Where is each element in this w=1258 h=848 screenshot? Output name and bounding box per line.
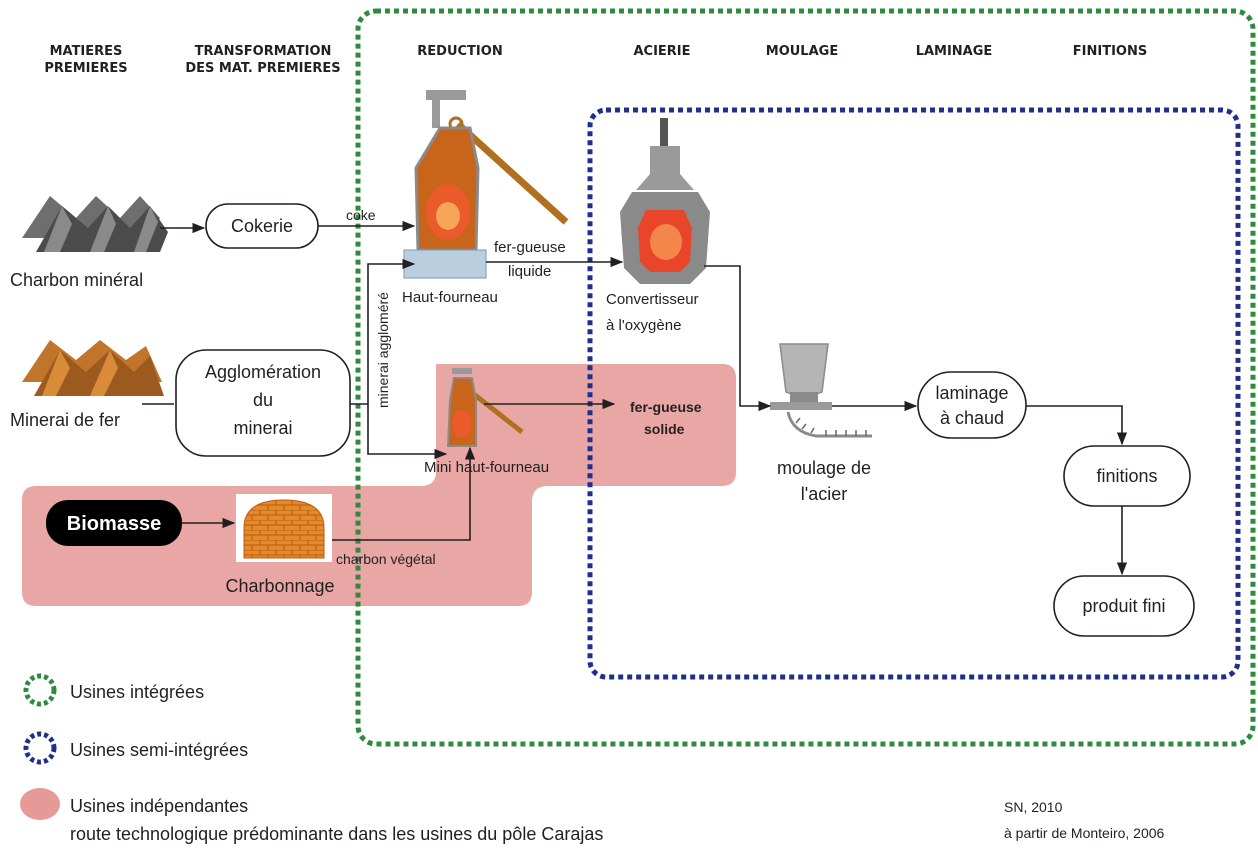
flow-arrows — [142, 220, 1128, 576]
flow-label-sintered-ore: minerai aggloméré — [375, 292, 391, 408]
sintering-label-3: minerai — [233, 418, 292, 438]
casting-label-1: moulage de — [777, 458, 871, 478]
flow-label-solid-iron-2: solide — [644, 421, 685, 437]
integrated-plants-border — [355, 8, 1256, 747]
sintering-box — [175, 349, 351, 457]
credit-line-2: à partir de Monteiro, 2006 — [1004, 825, 1165, 841]
credit-line-1: SN, 2010 — [1004, 799, 1063, 815]
finishing-label: finitions — [1096, 466, 1157, 486]
finishing-box — [1063, 445, 1191, 507]
sintering-label-2: du — [253, 390, 273, 410]
casting-label-2: l'acier — [801, 484, 847, 504]
legend-independent-note: route technologique prédominante dans le… — [70, 824, 603, 844]
coal-label: Charbon minéral — [10, 270, 143, 290]
header-raw-materials-1: MATIERES — [50, 44, 123, 59]
hot-rolling-label-1: laminage — [935, 383, 1008, 403]
legend-integrated-label: Usines intégrées — [70, 682, 204, 702]
header-rolling: LAMINAGE — [916, 44, 993, 59]
biomass-box — [46, 500, 182, 546]
sintering-label-1: Agglomération — [205, 362, 321, 382]
flow-label-charcoal: charbon végétal — [336, 551, 436, 567]
coal-pile-icon — [22, 196, 168, 252]
arrow-sinter-to-furnace — [350, 258, 416, 405]
hot-rolling-label-2: à chaud — [940, 408, 1004, 428]
blast-furnace-icon — [403, 90, 569, 279]
independent-plants-region — [22, 364, 736, 606]
flow-label-liquid-iron-1: fer-gueuse — [494, 239, 566, 256]
hot-rolling-box — [917, 371, 1027, 439]
oxygen-converter-icon — [620, 118, 710, 284]
header-transformation-2: DES MAT. PREMIERES — [185, 61, 340, 76]
arrow-converter-to-casting — [704, 265, 772, 412]
finished-product-box — [1053, 575, 1195, 637]
arrow-sinter-to-mini-furnace — [367, 404, 448, 460]
stage-headers: MATIERES PREMIERES TRANSFORMATION DES MA… — [44, 44, 1147, 76]
biomass-label: Biomasse — [67, 513, 162, 535]
header-reduction: REDUCTION — [417, 44, 502, 59]
header-casting: MOULAGE — [766, 44, 838, 59]
steel-casting-icon — [770, 343, 872, 438]
blast-furnace-label: Haut-fourneau — [402, 289, 498, 306]
header-finishing: FINITIONS — [1073, 44, 1147, 59]
mini-blast-furnace-icon — [446, 368, 524, 447]
legend-independent-label: Usines indépendantes — [70, 796, 248, 816]
header-raw-materials-2: PREMIERES — [44, 61, 127, 76]
arrow-rolling-to-finishing — [1026, 405, 1128, 446]
legend: Usines intégrées Usines semi-intégrées U… — [20, 673, 603, 844]
arrow-charcoal-to-mini-furnace — [332, 446, 476, 541]
converter-label-1: Convertisseur — [606, 291, 699, 308]
legend-independent-swatch — [20, 788, 60, 820]
flow-label-solid-iron-1: fer-gueuse — [630, 399, 702, 415]
legend-semi-integrated-swatch — [23, 731, 57, 765]
charcoal-making-label: Charbonnage — [225, 576, 334, 596]
converter-label-2: à l'oxygène — [606, 317, 681, 334]
finished-product-label: produit fini — [1082, 596, 1165, 616]
coke-plant-label: Cokerie — [231, 216, 293, 236]
header-steelworks: ACIERIE — [633, 44, 690, 59]
flow-label-coke: coke — [346, 207, 376, 223]
iron-ore-pile-icon — [22, 340, 164, 396]
flow-label-liquid-iron-2: liquide — [508, 263, 551, 280]
header-transformation-1: TRANSFORMATION — [195, 44, 332, 59]
mini-blast-furnace-label: Mini haut-fourneau — [424, 459, 549, 476]
legend-integrated-swatch — [23, 673, 57, 707]
iron-ore-label: Minerai de fer — [10, 410, 120, 430]
legend-semi-integrated-label: Usines semi-intégrées — [70, 740, 248, 760]
charcoal-kiln-icon — [236, 494, 332, 562]
semi-integrated-plants-border — [587, 107, 1241, 680]
